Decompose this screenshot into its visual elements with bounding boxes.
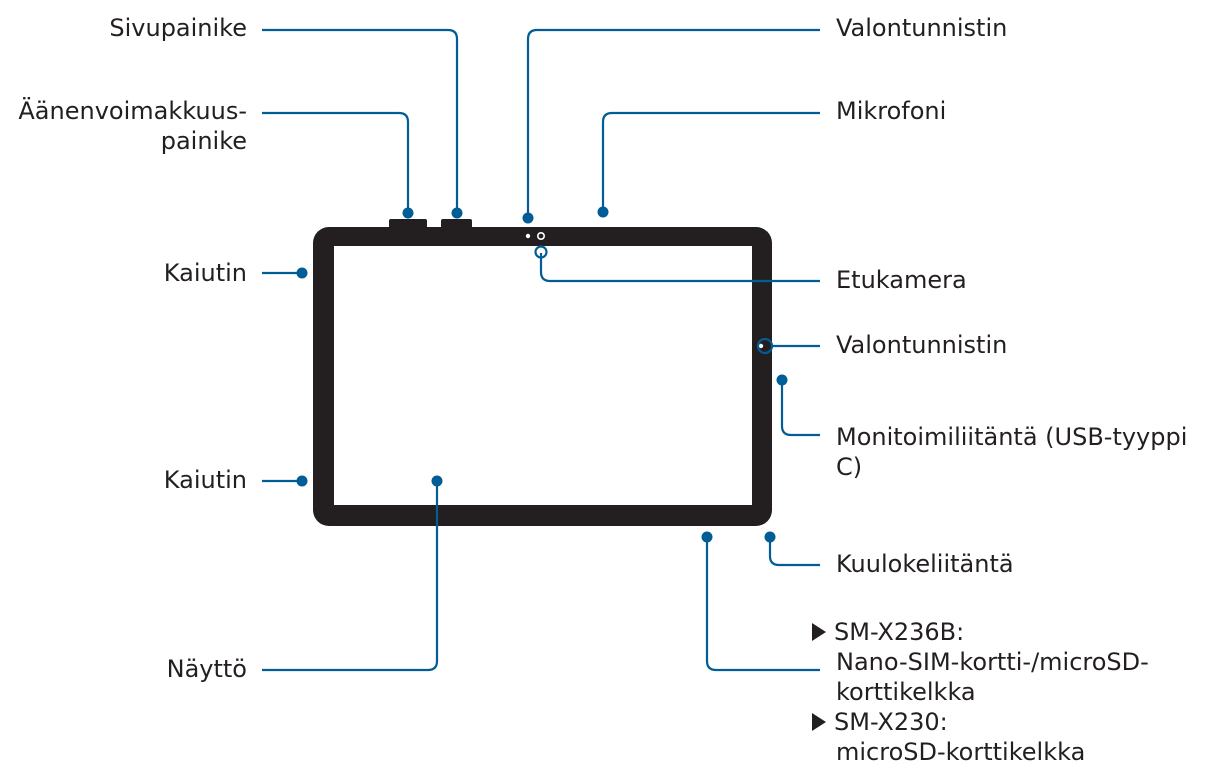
label-usb-port-line1: Monitoimiliitäntä (USB-tyyppi [836,423,1188,451]
ring-light-sensor-side [756,337,774,355]
leader-light-sensor-top [526,28,820,218]
dot-speaker-bottom [296,475,308,487]
tray-note-x236b-model: SM-X236B: [812,617,1149,647]
leader-usb-port [780,380,820,437]
label-front-camera: Etukamera [836,266,967,294]
label-screen: Näyttö [166,655,247,683]
label-speaker-top: Kaiutin [163,259,247,287]
front-light-sensor-dot [525,233,531,239]
dot-headset-jack [764,531,776,543]
label-light-sensor-side: Valontunnistin [836,331,1008,359]
ring-front-camera [534,245,548,259]
tray-note-x236b-line2: korttikelkka [836,678,976,706]
volume-button-shape [389,219,427,230]
label-microphone: Mikrofoni [836,97,947,125]
dot-speaker-top [296,267,308,279]
dot-light-sensor-top [522,212,534,224]
callout-leaders [262,28,820,672]
leader-volume-button [262,111,410,213]
label-volume-button-line1: Äänenvoimakkuus- [18,97,247,125]
front-camera-lens [536,232,545,241]
label-side-button: Sivupainike [109,14,247,42]
side-button-shape [441,219,472,230]
tray-note-x236b: SM-X236B: Nano-SIM-kortti-/microSD- kort… [812,617,1149,707]
callout-rings [534,245,774,355]
leader-microphone [601,111,820,212]
tray-note-x230-model: SM-X230: [812,707,1085,737]
dot-microphone [597,206,609,218]
leader-front-camera [539,253,820,283]
label-volume-button-line2: painike [160,127,247,155]
leader-card-tray [705,537,820,672]
screen-area [334,246,752,505]
label-usb-port-line2: C) [836,453,863,481]
callout-dots [296,206,788,543]
label-light-sensor-top: Valontunnistin [836,14,1008,42]
dot-card-tray [701,531,713,543]
leader-screen [262,481,439,672]
dot-usb-port [776,374,788,386]
bullet-triangle-icon [812,713,826,731]
bullet-triangle-icon [812,623,826,641]
leader-headset-jack [768,537,820,567]
tray-note-x236b-line1: Nano-SIM-kortti-/microSD- [836,648,1149,676]
dot-side-button [451,207,463,219]
leader-side-button [262,28,459,213]
label-speaker-bottom: Kaiutin [163,466,247,494]
label-headset-jack: Kuulokeliitäntä [836,550,1014,578]
tray-note-x230: SM-X230: microSD-korttikelkka [812,707,1085,767]
dot-volume-button [402,207,414,219]
tray-note-x230-line1: microSD-korttikelkka [836,738,1086,766]
dot-screen [431,475,443,487]
side-light-sensor-dot [758,343,764,349]
